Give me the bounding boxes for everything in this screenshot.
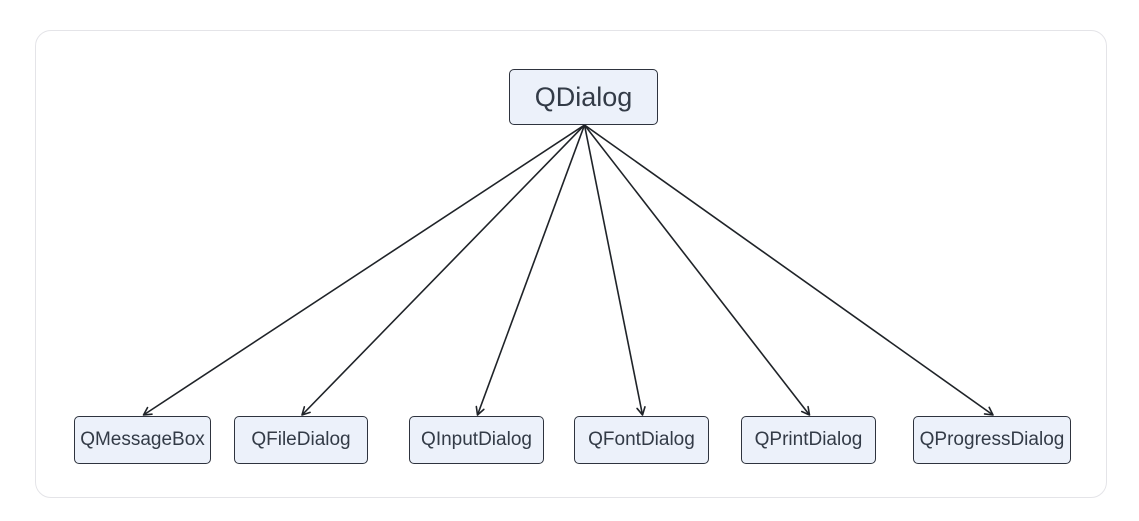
inheritance-edge-qdialog-qfiledialog — [301, 124, 586, 416]
node-qinputdialog: QInputDialog — [409, 416, 544, 464]
diagram-canvas: QDialog QMessageBox QFileDialog QInputDi… — [35, 30, 1107, 498]
node-qdialog: QDialog — [509, 69, 658, 125]
node-label: QMessageBox — [80, 429, 205, 450]
node-qprintdialog: QPrintDialog — [741, 416, 876, 464]
inheritance-edge-qdialog-qprogressdialog — [584, 124, 994, 416]
node-label: QInputDialog — [421, 429, 532, 450]
node-label: QFileDialog — [251, 429, 351, 450]
inheritance-edge-qdialog-qinputdialog — [475, 124, 586, 416]
inheritance-edge-qdialog-qfontdialog — [583, 124, 646, 416]
node-label: QDialog — [534, 81, 633, 112]
node-label: QFontDialog — [588, 429, 695, 450]
inheritance-edge-qdialog-qmessagebox — [142, 124, 585, 416]
node-label: QProgressDialog — [919, 429, 1065, 450]
node-label: QPrintDialog — [754, 429, 863, 450]
inheritance-edge-qdialog-qprintdialog — [583, 124, 811, 416]
node-qprogressdialog: QProgressDialog — [913, 416, 1071, 464]
node-qfontdialog: QFontDialog — [574, 416, 709, 464]
node-qfiledialog: QFileDialog — [234, 416, 368, 464]
node-qmessagebox: QMessageBox — [74, 416, 211, 464]
